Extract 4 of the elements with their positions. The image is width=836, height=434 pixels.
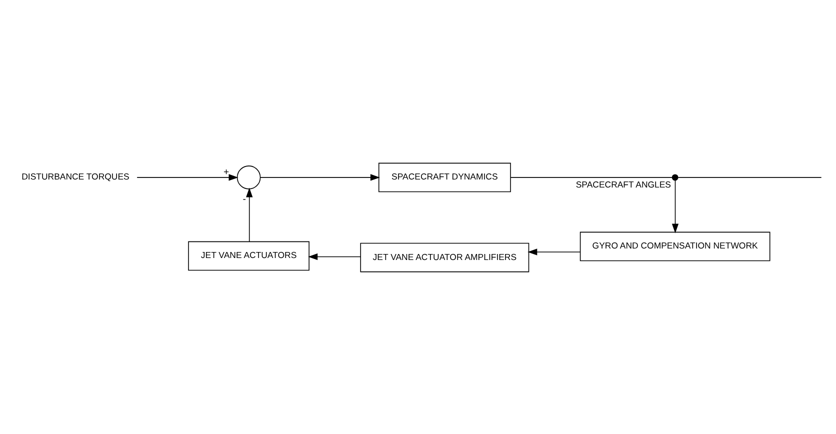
edge-label: + [224,166,230,178]
node-text: DISTURBANCE TORQUES [22,171,130,182]
edge-label: - [242,194,246,205]
node-label: SPACECRAFT ANGLES [576,178,672,189]
